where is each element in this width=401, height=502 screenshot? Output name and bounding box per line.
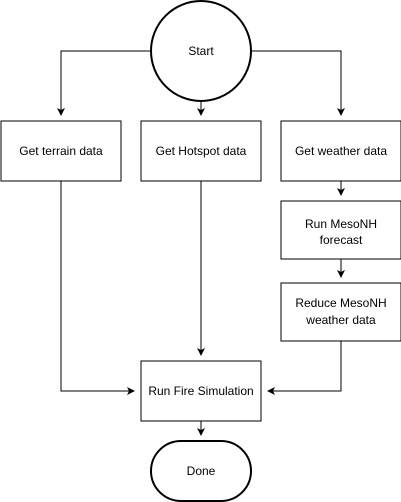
forecast-label-line-1: Run MesoNH	[305, 217, 377, 231]
firesim-label: Run Fire Simulation	[148, 384, 253, 398]
edge-terrain-to-firesim	[60, 181, 135, 395]
done-shape	[150, 440, 252, 502]
edges	[57, 50, 345, 436]
reduce-label-line-1: Reduce MesoNH	[295, 296, 386, 310]
done-label: Done	[187, 464, 216, 478]
node-start: Start	[150, 0, 252, 102]
node-reduce-mesonh-weather-data: Reduce MesoNH weather data	[280, 282, 401, 342]
node-run-mesonh-forecast: Run MesoNH forecast	[280, 200, 401, 260]
forecast-label-line-2: forecast	[320, 233, 363, 247]
node-done: Done	[150, 440, 252, 502]
node-run-fire-simulation: Run Fire Simulation	[140, 360, 262, 422]
reduce-shape	[280, 282, 401, 342]
reduce-label-line-2: weather data	[305, 313, 376, 327]
edge-start-to-weather	[251, 50, 345, 116]
hotspot-shape	[140, 120, 262, 182]
edge-reduce-to-firesim	[267, 341, 342, 395]
node-get-weather-data: Get weather data	[280, 120, 401, 182]
terrain-label: Get terrain data	[19, 144, 103, 158]
start-shape	[150, 0, 252, 102]
hotspot-label: Get Hotspot data	[156, 144, 247, 158]
start-label: Start	[188, 44, 214, 58]
node-get-hotspot-data: Get Hotspot data	[140, 120, 262, 182]
weather-label: Get weather data	[295, 144, 387, 158]
forecast-shape	[280, 200, 401, 260]
terrain-shape	[0, 120, 122, 182]
weather-shape	[280, 120, 401, 182]
node-get-terrain-data: Get terrain data	[0, 120, 122, 182]
edge-start-to-terrain	[57, 50, 151, 116]
firesim-shape	[140, 360, 262, 422]
